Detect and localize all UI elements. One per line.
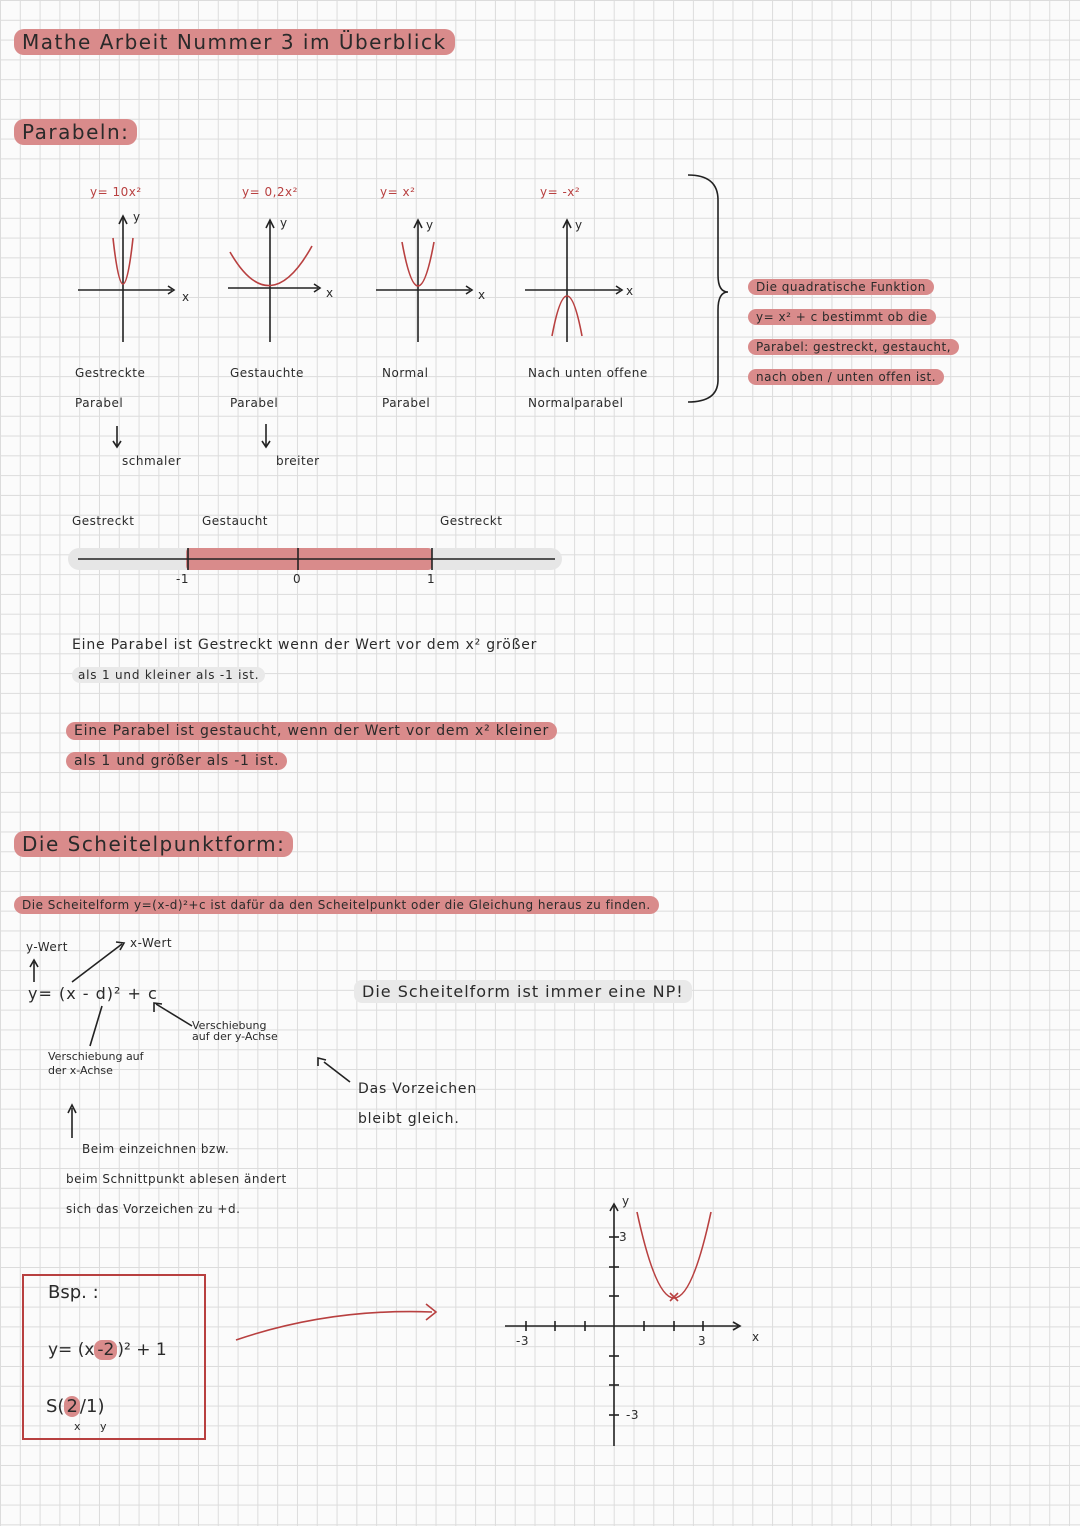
tick-label-x-3: 3 — [698, 1334, 707, 1348]
example-vertex: S(2/1) — [46, 1396, 105, 1417]
graph4-caption-1: Nach unten offene — [528, 366, 648, 380]
bracket — [687, 174, 729, 403]
g1-x-label: x — [182, 290, 190, 304]
rule-gestreckt: Eine Parabel ist Gestreckt wenn der Wert… — [72, 637, 538, 683]
g4-x-label: x — [626, 284, 634, 298]
example-parabola — [636, 1211, 712, 1299]
vertex-y-label: y — [100, 1420, 107, 1433]
graph2-equation: y= 0,2x² — [242, 185, 298, 199]
graph1-note: schmaler — [122, 454, 182, 468]
numberline-label-right: Gestreckt — [440, 514, 503, 528]
scheitelform-intro: Die Scheitelform y=(x-d)²+c ist dafür da… — [14, 896, 659, 914]
vertex-form-formula: y= (x - d)² + c — [28, 984, 158, 1003]
tick-minus-1: -1 — [176, 572, 189, 586]
g3-y-label: y — [426, 218, 434, 232]
y-ticks — [609, 1236, 619, 1416]
g1-y-label: y — [133, 210, 141, 224]
example-graph-x-label: x — [752, 1330, 760, 1344]
tick-label-x-neg3: -3 — [516, 1334, 529, 1348]
down-arrow-1 — [112, 426, 122, 449]
rule-gestaucht: Eine Parabel ist gestaucht, wenn der Wer… — [66, 716, 558, 776]
tick-label-y-neg3: -3 — [626, 1408, 639, 1422]
example-box: Bsp. : y= (x-2)² + 1 S(2/1) x y — [22, 1274, 206, 1440]
tick-1: 1 — [427, 572, 436, 586]
graph3 — [376, 218, 474, 342]
tick-label-y-3: 3 — [619, 1230, 628, 1244]
graph4-caption-2: Normalparabel — [528, 396, 624, 410]
graph3-equation: y= x² — [380, 185, 416, 199]
annotation-shift-y: Verschiebung auf der y-Achse — [192, 1019, 278, 1043]
example-graph-y-label: y — [622, 1194, 630, 1208]
g2-x-label: x — [326, 286, 334, 300]
g3-x-label: x — [478, 288, 486, 302]
graph3-caption-2: Parabel — [382, 396, 431, 410]
annotation-shift-x: Verschiebung auf der x-Achse — [48, 1050, 144, 1077]
graph2 — [228, 218, 322, 342]
graph1-equation: y= 10x² — [90, 185, 142, 199]
graph1-caption-2: Parabel — [75, 396, 124, 410]
section-heading-parabeln: Parabeln: — [14, 119, 138, 145]
g4-y-label: y — [575, 218, 583, 232]
graph2-caption-1: Gestauchte — [230, 366, 304, 380]
annotation-x-value: x-Wert — [130, 936, 173, 950]
annotation-y-value: y-Wert — [26, 940, 68, 954]
annotation-sign-change: Beim einzeichnen bzw. beim Schnittpunkt … — [66, 1142, 287, 1216]
graph4 — [525, 218, 624, 342]
graph4-equation: y= -x² — [540, 185, 581, 199]
vertex-x-label: x — [74, 1420, 81, 1433]
graph2-caption-2: Parabel — [230, 396, 279, 410]
graph3-caption-1: Normal — [382, 366, 429, 380]
graph1 — [78, 214, 176, 342]
numberline-label-mid: Gestaucht — [202, 514, 269, 528]
np-note: Die Scheitelform ist immer eine NP! — [354, 980, 692, 1003]
tick-0: 0 — [293, 572, 302, 586]
vertex-marker — [669, 1292, 679, 1302]
g2-y-label: y — [280, 216, 288, 230]
down-arrow-2 — [261, 424, 271, 449]
annotation-sign-same: Das Vorzeichen bleibt gleich. — [358, 1081, 478, 1127]
page-title: Mathe Arbeit Nummer 3 im Überblick — [14, 29, 455, 55]
section-heading-scheitelpunktform: Die Scheitelpunktform: — [14, 831, 294, 857]
numberline-label-left: Gestreckt — [72, 514, 135, 528]
graph1-caption-1: Gestreckte — [75, 366, 146, 380]
x-ticks — [525, 1321, 704, 1331]
example-equation: y= (x-2)² + 1 — [48, 1340, 167, 1360]
example-label: Bsp. : — [48, 1282, 99, 1303]
graph2-note: breiter — [276, 454, 320, 468]
side-note: Die quadratische Funktion y= x² + c best… — [748, 272, 960, 392]
